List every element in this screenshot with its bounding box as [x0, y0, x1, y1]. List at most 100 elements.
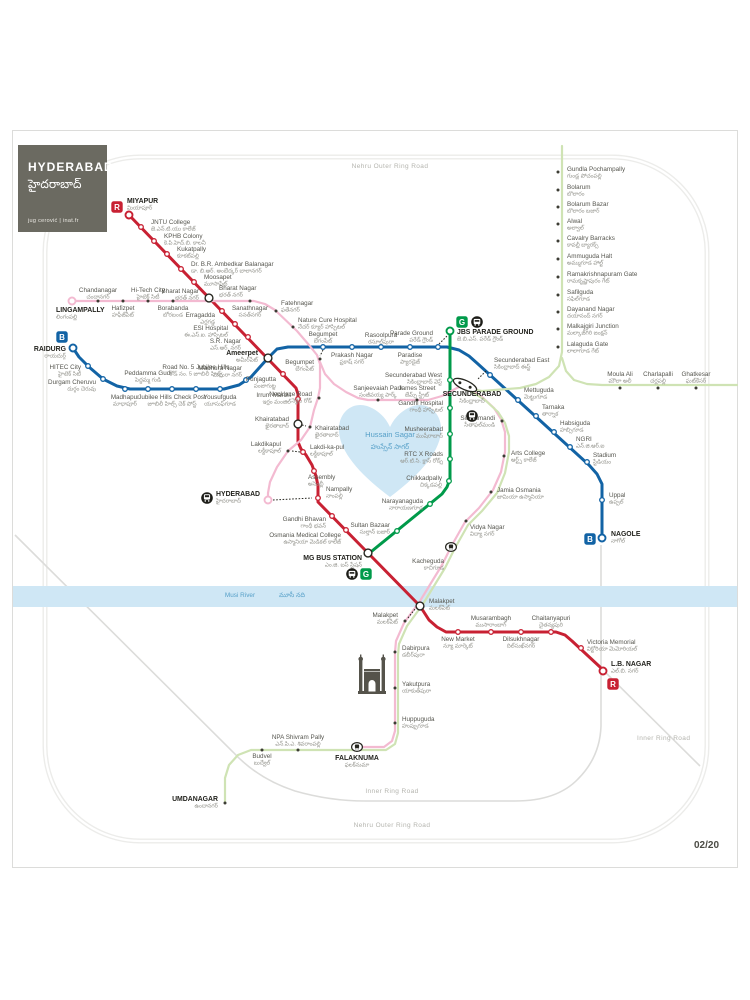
- svg-text:Tarnaka: Tarnaka: [542, 404, 565, 411]
- svg-text:B: B: [59, 333, 65, 342]
- transfer-connector: [272, 497, 313, 501]
- svg-text:ఆర్ట్స్ కాలేజ్: ఆర్ట్స్ కాలేజ్: [511, 456, 537, 464]
- hussain-sagar-label: Hussain Sagar: [365, 430, 415, 439]
- station-moula-ali: [618, 386, 622, 390]
- svg-text:రసూల్‌పురా: రసూల్‌పురా: [368, 338, 395, 345]
- svg-text:Ramakrishnapuram Gate: Ramakrishnapuram Gate: [567, 271, 638, 278]
- station-lalaguda-gate: [556, 345, 560, 349]
- svg-text:నాంపల్లి: నాంపల్లి: [326, 492, 343, 500]
- station-arts-college: [502, 454, 506, 458]
- svg-text:Arts College: Arts College: [511, 450, 546, 457]
- rail-icon: [201, 492, 213, 504]
- svg-text:కె.పి.హెచ్.బి. కాలనీ: కె.పి.హెచ్.బి. కాలనీ: [164, 239, 206, 246]
- svg-text:Road No. 5 Jubilee Hills: Road No. 5 Jubilee Hills: [162, 364, 229, 371]
- station-erragadda: [219, 308, 225, 314]
- svg-text:Kukatpally: Kukatpally: [177, 246, 207, 253]
- station-musheerabad: [447, 431, 453, 437]
- svg-text:S.R. Nagar: S.R. Nagar: [210, 338, 241, 345]
- svg-text:ఫలక్‌నుమా: ఫలక్‌నుమా: [345, 761, 370, 768]
- svg-text:Prakash Nagar: Prakash Nagar: [331, 352, 373, 359]
- svg-text:JBS PARADE GROUND: JBS PARADE GROUND: [457, 329, 533, 336]
- svg-text:యూసుఫ్‌గూడ: యూసుఫ్‌గూడ: [204, 400, 236, 407]
- svg-text:Uppal: Uppal: [609, 492, 625, 499]
- svg-text:హైదరాబాద్: హైదరాబాద్: [215, 497, 241, 504]
- svg-text:మూసాపేట్: మూసాపేట్: [204, 280, 228, 287]
- svg-text:Gandhi Hospital: Gandhi Hospital: [398, 400, 443, 407]
- svg-text:Nampally: Nampally: [326, 486, 353, 493]
- svg-text:Vidya Nagar: Vidya Nagar: [470, 524, 505, 531]
- svg-text:Ameerpet: Ameerpet: [226, 350, 258, 357]
- svg-text:సీతాఫల్‌మండి: సీతాఫల్‌మండి: [464, 421, 495, 428]
- station-safilguda: [556, 293, 560, 297]
- station-sultan-bazaar: [394, 528, 400, 534]
- station-begumpet: [318, 357, 322, 361]
- station-ramakrishnapuram-gate: [556, 275, 560, 279]
- station-james-street: [415, 398, 419, 402]
- svg-text:కావల్రీ బ్యారక్స్: కావల్రీ బ్యారక్స్: [567, 241, 599, 249]
- svg-text:Kacheguda: Kacheguda: [412, 558, 444, 565]
- svg-text:ఎల్.బి. నగర్: ఎల్.బి. నగర్: [611, 667, 639, 674]
- station-s-r-nagar: [245, 334, 251, 340]
- station-begumpet: [320, 344, 326, 350]
- station-kphb-colony: [151, 238, 157, 244]
- station-miyapur: [124, 210, 134, 220]
- svg-text:Mettuguda: Mettuguda: [524, 387, 554, 394]
- svg-text:Assembly: Assembly: [308, 474, 336, 481]
- svg-text:Punjagutta: Punjagutta: [246, 376, 277, 383]
- svg-text:Bharat Nagar: Bharat Nagar: [162, 288, 199, 295]
- station-ammuguda-halt: [556, 257, 560, 261]
- svg-text:Paradise: Paradise: [398, 352, 423, 359]
- station-khairatabad: [293, 419, 303, 429]
- svg-text:Dabirpura: Dabirpura: [402, 645, 430, 652]
- svg-text:Ammuguda Halt: Ammuguda Halt: [567, 253, 612, 260]
- author-credit: jug cerović | inat.fr: [28, 218, 79, 224]
- svg-text:Sanjeevaiah Park: Sanjeevaiah Park: [353, 385, 403, 392]
- svg-text:R: R: [610, 680, 616, 689]
- line-badge-b-icon: B: [584, 533, 596, 545]
- station-hyderabad: [263, 495, 273, 505]
- svg-text:జె.బి.ఎస్. పరేడ్ గ్రౌండ్: జె.బి.ఎస్. పరేడ్ గ్రౌండ్: [457, 335, 503, 342]
- station-lingampally: [67, 296, 77, 306]
- station-bolarum-bazar: [556, 205, 560, 209]
- svg-text:అసెంబ్లీ: అసెంబ్లీ: [308, 480, 324, 488]
- svg-text:Dilsukhnagar: Dilsukhnagar: [503, 636, 540, 643]
- svg-text:R: R: [114, 203, 120, 212]
- svg-text:Musarambagh: Musarambagh: [471, 615, 512, 622]
- svg-text:HITEC City: HITEC City: [50, 364, 82, 371]
- stations-layer: [67, 170, 698, 805]
- station-dilsukhnagar: [518, 629, 524, 635]
- svg-text:మధురా నగర్: మధురా నగర్: [213, 371, 243, 378]
- station-chandanagar: [96, 299, 100, 303]
- svg-text:Jubilee Hills Check Post: Jubilee Hills Check Post: [138, 394, 206, 401]
- page-number: 02/20: [694, 840, 720, 851]
- svg-text:నెక్లెస్ రోడ్: నెక్లెస్ రోడ్: [291, 397, 312, 405]
- charminar-icon: [358, 654, 386, 694]
- station-dabirpura: [393, 650, 397, 654]
- svg-text:ESI Hospital: ESI Hospital: [193, 325, 228, 332]
- svg-text:Alwal: Alwal: [567, 218, 582, 225]
- svg-text:Fatehnagar: Fatehnagar: [281, 300, 313, 307]
- svg-text:Gandhi Bhavan: Gandhi Bhavan: [283, 516, 327, 523]
- svg-text:జామియా ఉస్మానియా: జామియా ఉస్మానియా: [497, 493, 544, 501]
- station-assembly: [311, 468, 317, 474]
- svg-text:బోరబండ: బోరబండ: [163, 311, 183, 318]
- station-ameerpet: [263, 353, 273, 363]
- outer-ring-road-label-bottom: Nehru Outer Ring Road: [353, 822, 431, 829]
- svg-text:Cavalry Barracks: Cavalry Barracks: [567, 235, 615, 242]
- svg-text:Stadium: Stadium: [593, 452, 616, 459]
- svg-text:New Market: New Market: [441, 636, 475, 643]
- svg-text:KPHB Colony: KPHB Colony: [164, 233, 203, 240]
- svg-text:Chikkadpally: Chikkadpally: [406, 475, 443, 482]
- bus-icon: [471, 316, 483, 328]
- svg-text:Moula Ali: Moula Ali: [607, 371, 633, 378]
- station-malkajgiri-junction: [556, 327, 560, 331]
- station-durgam-cheruvu: [100, 376, 106, 382]
- svg-text:NPA Shivram Pally: NPA Shivram Pally: [272, 734, 325, 741]
- svg-text:రామకృష్ణాపురం గేట్: రామకృష్ణాపురం గేట్: [567, 277, 610, 285]
- svg-text:Begumpet: Begumpet: [309, 331, 338, 338]
- station-jubilee-hills-check-post: [169, 386, 175, 392]
- station-necklace-road: [317, 396, 321, 400]
